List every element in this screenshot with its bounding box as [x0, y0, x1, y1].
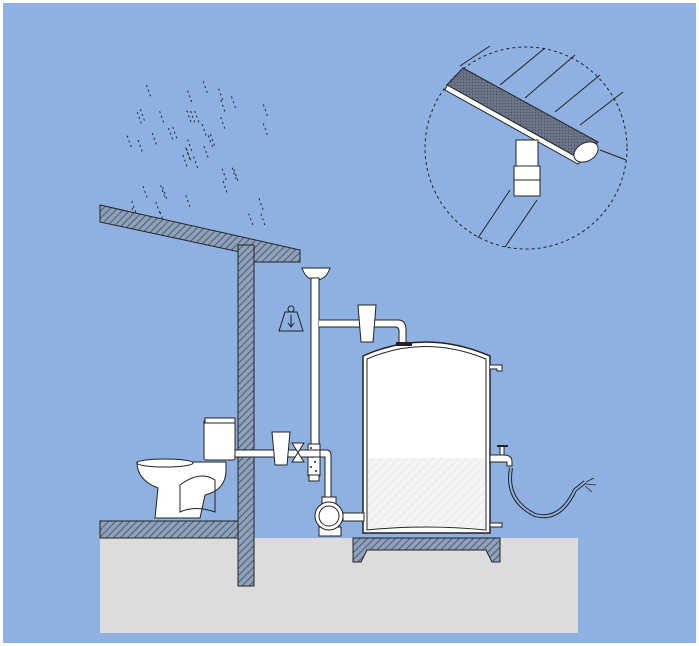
valve-icon[interactable] [291, 442, 305, 463]
ground [100, 538, 578, 633]
floor-slab [99, 520, 239, 539]
toilet-icon [136, 417, 236, 519]
gutter-detail-magnifier [424, 45, 628, 250]
funnel-filter-icon-2 [271, 431, 291, 466]
wall [237, 244, 255, 587]
funnel-filter-icon [357, 304, 377, 343]
first-flush-filter-icon [307, 443, 321, 477]
faucet-icon[interactable] [489, 445, 513, 467]
overflow-pipe [490, 364, 503, 372]
tank-base [352, 537, 501, 563]
downpipe [310, 277, 320, 445]
stored-water [368, 458, 485, 529]
pump-tank-pipe [342, 512, 365, 522]
weight-icon [278, 305, 304, 332]
drain-pipe [489, 522, 503, 528]
hose-spray [584, 477, 597, 493]
